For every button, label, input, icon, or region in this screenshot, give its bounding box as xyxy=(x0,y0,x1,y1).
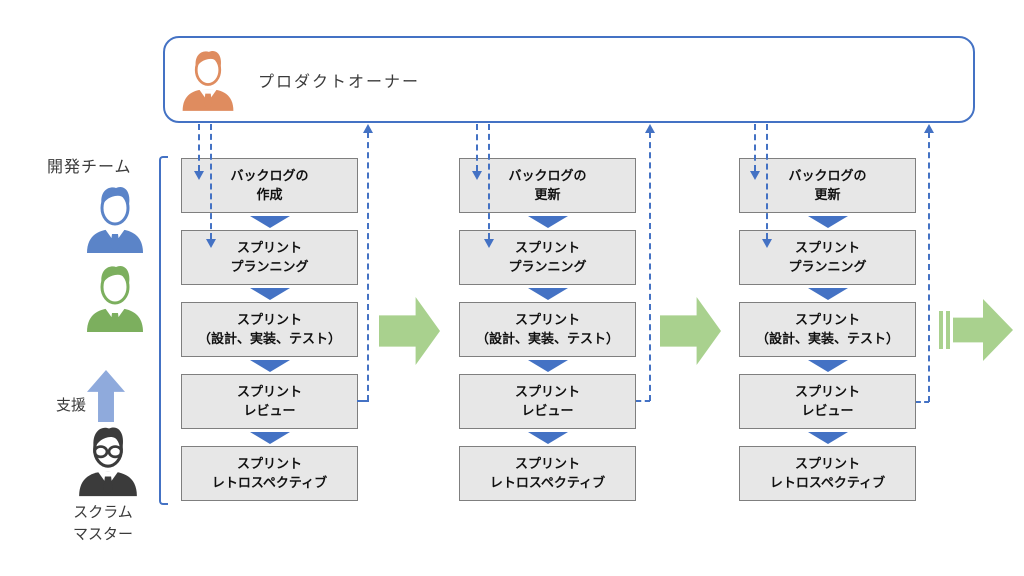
box-label: スプリント xyxy=(794,239,860,255)
sprint-column-2: バックログの 更新 スプリント プランニング スプリント （設計、実装、テスト）… xyxy=(459,158,636,501)
arrowhead-up-icon xyxy=(924,124,934,133)
repeat-striped-right-arrow-icon xyxy=(939,299,1013,361)
triangle-down-icon xyxy=(527,215,568,228)
product-owner-person-icon xyxy=(179,44,237,116)
process-box-sprint: スプリント （設計、実装、テスト） xyxy=(739,302,916,357)
arrowhead-down-icon xyxy=(750,171,760,180)
box-label: 更新 xyxy=(814,186,841,202)
box-label: レトロスペクティブ xyxy=(769,474,886,490)
process-box-sprint-review: スプリント レビュー xyxy=(181,374,358,429)
scrum-master-label-line2: マスター xyxy=(72,526,133,543)
triangle-down-icon xyxy=(249,359,290,372)
po-to-planning-dashed-line xyxy=(488,124,490,239)
triangle-down-icon xyxy=(249,431,290,444)
stripe-bar xyxy=(946,311,950,349)
box-label: 作成 xyxy=(256,186,283,202)
process-box-sprint-review: スプリント レビュー xyxy=(459,374,636,429)
product-owner-label: プロダクトオーナー xyxy=(258,73,421,91)
box-label: スプリント xyxy=(514,455,580,471)
dev-member-green-person-icon xyxy=(83,262,147,334)
box-label: スプリント xyxy=(794,383,860,399)
box-label: スプリント xyxy=(794,311,860,327)
process-box-sprint: スプリント （設計、実装、テスト） xyxy=(181,302,358,357)
scrum-master-label: スクラム マスター xyxy=(57,502,149,546)
stripe-bar xyxy=(939,311,943,349)
support-label: 支援 xyxy=(56,397,87,414)
box-label: （設計、実装、テスト） xyxy=(475,330,619,346)
process-box-sprint-retrospective: スプリント レトロスペクティブ xyxy=(739,446,916,501)
review-feedback-connector xyxy=(916,401,929,403)
triangle-down-icon xyxy=(527,287,568,300)
arrowhead-down-icon xyxy=(194,171,204,180)
process-box-sprint-planning: スプリント プランニング xyxy=(181,230,358,285)
dev-team-bracket xyxy=(159,156,168,505)
dev-team-label: 開発チーム xyxy=(47,159,132,176)
review-feedback-connector xyxy=(357,400,369,402)
box-label: スプリント xyxy=(236,239,302,255)
arrowhead-down-icon xyxy=(762,239,772,248)
box-label: バックログの xyxy=(508,167,587,183)
review-to-po-dashed-line xyxy=(649,132,651,401)
box-label: レビュー xyxy=(521,402,574,418)
arrowhead-up-icon xyxy=(645,124,655,133)
review-feedback-connector xyxy=(636,400,650,402)
box-label: レトロスペクティブ xyxy=(489,474,606,490)
process-box-backlog: バックログの 更新 xyxy=(739,158,916,213)
triangle-down-icon xyxy=(807,287,848,300)
process-box-sprint-retrospective: スプリント レトロスペクティブ xyxy=(181,446,358,501)
arrow-head xyxy=(953,299,1013,361)
review-to-po-dashed-line xyxy=(367,132,369,401)
product-owner-box xyxy=(163,36,975,123)
triangle-down-icon xyxy=(807,215,848,228)
po-to-planning-dashed-line xyxy=(210,124,212,239)
sprint-column-3: バックログの 更新 スプリント プランニング スプリント （設計、実装、テスト）… xyxy=(739,158,916,501)
box-label: レビュー xyxy=(801,402,854,418)
process-box-backlog: バックログの 更新 xyxy=(459,158,636,213)
po-to-backlog-dashed-line xyxy=(198,124,200,171)
arrowhead-up-icon xyxy=(363,124,373,133)
review-to-po-dashed-line xyxy=(928,132,930,402)
box-label: スプリント xyxy=(236,455,302,471)
process-box-sprint-retrospective: スプリント レトロスペクティブ xyxy=(459,446,636,501)
box-label: バックログの xyxy=(788,167,867,183)
process-box-sprint: スプリント （設計、実装、テスト） xyxy=(459,302,636,357)
cycle-block-right-arrow-icon xyxy=(660,297,721,365)
arrowhead-down-icon xyxy=(472,171,482,180)
box-label: スプリント xyxy=(514,383,580,399)
po-to-planning-dashed-line xyxy=(766,124,768,239)
po-to-backlog-dashed-line xyxy=(476,124,478,171)
box-label: バックログの xyxy=(230,167,309,183)
triangle-down-icon xyxy=(249,287,290,300)
box-label: スプリント xyxy=(514,239,580,255)
box-label: （設計、実装、テスト） xyxy=(197,330,341,346)
triangle-down-icon xyxy=(527,359,568,372)
cycle-block-right-arrow-icon xyxy=(379,297,440,365)
box-label: プランニング xyxy=(788,258,867,274)
box-label: プランニング xyxy=(508,258,587,274)
box-label: スプリント xyxy=(236,311,302,327)
box-label: （設計、実装、テスト） xyxy=(755,330,899,346)
po-to-backlog-dashed-line xyxy=(754,124,756,171)
dev-member-blue-person-icon xyxy=(83,183,147,255)
arrowhead-down-icon xyxy=(484,239,494,248)
triangle-down-icon xyxy=(527,431,568,444)
arrowhead-down-icon xyxy=(206,239,216,248)
triangle-down-icon xyxy=(807,359,848,372)
box-label: レトロスペクティブ xyxy=(211,474,328,490)
box-label: スプリント xyxy=(794,455,860,471)
scrum-master-label-line1: スクラム xyxy=(73,504,133,521)
process-box-backlog: バックログの 作成 xyxy=(181,158,358,213)
triangle-down-icon xyxy=(807,431,848,444)
support-block-up-arrow-icon xyxy=(87,370,125,422)
box-label: プランニング xyxy=(230,258,309,274)
box-label: スプリント xyxy=(236,383,302,399)
sprint-column-1: バックログの 作成 スプリント プランニング スプリント （設計、実装、テスト）… xyxy=(181,158,358,501)
triangle-down-icon xyxy=(249,215,290,228)
box-label: スプリント xyxy=(514,311,580,327)
scrum-master-person-glasses-icon xyxy=(75,422,141,500)
box-label: 更新 xyxy=(534,186,561,202)
box-label: レビュー xyxy=(243,402,296,418)
process-box-sprint-review: スプリント レビュー xyxy=(739,374,916,429)
